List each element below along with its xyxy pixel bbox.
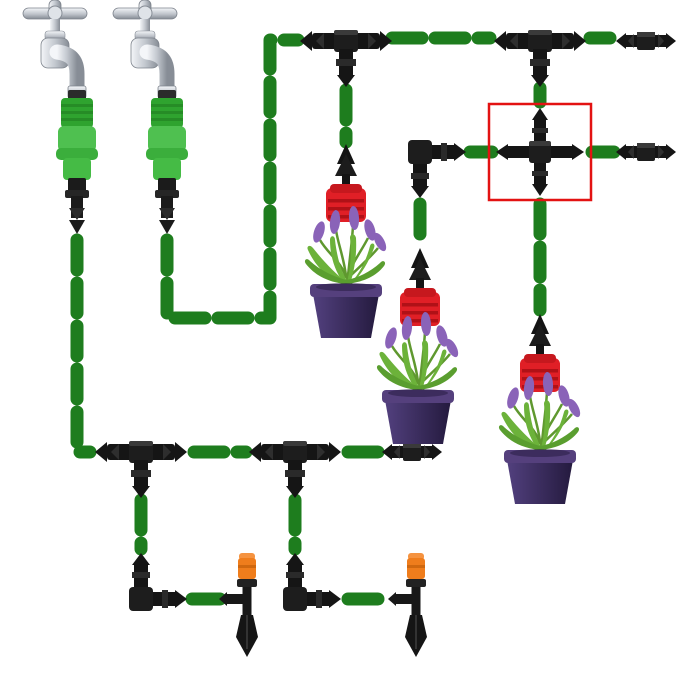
drip-stake-1 bbox=[219, 553, 258, 657]
adjustable-dripper-1 bbox=[326, 144, 366, 222]
cross-connector bbox=[496, 108, 584, 196]
tee-connector-top-left bbox=[300, 30, 392, 87]
potted-plant-1 bbox=[303, 204, 390, 340]
barbed-coupling-top-right bbox=[616, 32, 676, 50]
potted-plant-2 bbox=[375, 310, 462, 446]
tap-adapter-right bbox=[146, 90, 188, 234]
elbow-connector-middle bbox=[408, 140, 466, 198]
drip-stake-2 bbox=[388, 553, 427, 657]
tube-run-left-faucet-to-bottom-tee bbox=[70, 233, 97, 459]
adjustable-dripper-2 bbox=[400, 248, 440, 326]
tubing bbox=[70, 31, 621, 606]
tee-connector-bottom-right bbox=[249, 441, 341, 498]
tube-run-right-faucet-to-top-line bbox=[160, 33, 305, 325]
barbed-coupling-bottom bbox=[382, 443, 442, 461]
barbed-coupling-mid-right bbox=[616, 143, 676, 161]
elbow-connector-bottom-left bbox=[129, 553, 187, 611]
elbow-connector-bottom-right bbox=[283, 553, 341, 611]
tap-adapter-left bbox=[56, 90, 98, 234]
tee-connector-bottom-left bbox=[95, 441, 187, 498]
faucet-right bbox=[113, 0, 177, 98]
faucet-left bbox=[23, 0, 87, 98]
cross-connector-highlight-box bbox=[487, 102, 593, 202]
tee-connector-top-right bbox=[494, 30, 586, 87]
